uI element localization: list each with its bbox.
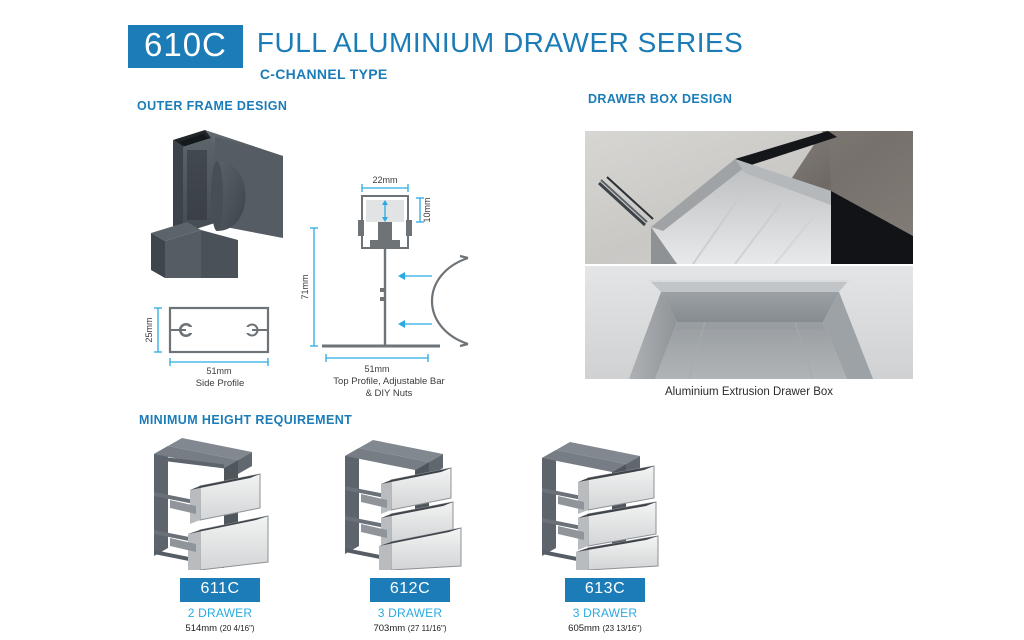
page-title: FULL ALUMINIUM DRAWER SERIES	[256, 27, 744, 58]
page-subtitle: C-CHANNEL TYPE	[259, 66, 388, 82]
top-profile-caption: Top Profile, Adjustable Bar & DIY Nuts	[294, 376, 484, 400]
section-heading-outer-frame: OUTER FRAME DESIGN	[137, 99, 288, 113]
series-code-badge: 610C	[128, 25, 243, 68]
model-size-inch-611c: (20 4/16")	[219, 624, 255, 633]
top-profile-caption-line2: & DIY Nuts	[365, 388, 413, 399]
model-code-611c: 611C	[180, 578, 260, 602]
outer-frame-profile-render	[143, 128, 293, 278]
model-size-inch-613c: (23 13/16")	[602, 624, 642, 633]
side-profile-caption: Side Profile	[195, 378, 245, 389]
page-header: 610C FULL ALUMINIUM DRAWER SERIES C-CHAN…	[128, 25, 743, 82]
model-drawers-612c: 3 DRAWER	[377, 606, 443, 620]
model-card-611c: 611C 2 DRAWER 514mm (20 4/16")	[140, 430, 300, 634]
model-size-613c: 605mm (23 13/16")	[520, 623, 690, 634]
drawer-box-photo-installed	[585, 131, 913, 264]
top-profile-total-height-label: 71mm	[300, 274, 310, 299]
top-profile-caption-line1: Top Profile, Adjustable Bar	[333, 376, 445, 387]
model-card-613c: 613C 3 DRAWER 605mm (23 13/16")	[520, 430, 690, 634]
model-size-mm-613c: 605mm	[568, 623, 600, 634]
model-code-613c: 613C	[565, 578, 645, 602]
top-profile-head-height-label: 10mm	[422, 197, 432, 222]
model-size-inch-612c: (27 11/16")	[407, 624, 447, 633]
section-heading-drawer-box: DRAWER BOX DESIGN	[588, 92, 733, 106]
model-render-612c	[325, 430, 495, 570]
model-size-mm-612c: 703mm	[373, 623, 406, 634]
header-text-group: FULL ALUMINIUM DRAWER SERIES C-CHANNEL T…	[257, 25, 743, 82]
model-card-612c: 612C 3 DRAWER 703mm (27 11/16")	[325, 430, 495, 634]
model-code-612c: 612C	[370, 578, 450, 602]
top-profile-width-label: 22mm	[372, 176, 397, 185]
top-profile-drawing: 22mm 10mm 71mm	[300, 176, 490, 406]
side-profile-width-label: 51mm	[206, 366, 231, 376]
side-profile-height-label: 25mm	[144, 317, 154, 342]
model-size-mm-611c: 514mm	[185, 623, 218, 634]
drawer-box-photo-interior	[585, 266, 913, 379]
model-size-611c: 514mm (20 4/16")	[140, 623, 300, 634]
model-drawers-613c: 3 DRAWER	[572, 606, 638, 620]
side-profile-drawing: 25mm 51mm Side Profile	[140, 296, 300, 391]
top-profile-base-width-label: 51mm	[364, 364, 389, 374]
drawer-box-caption: Aluminium Extrusion Drawer Box	[664, 386, 834, 398]
model-render-611c	[140, 430, 300, 570]
section-heading-min-height: MINIMUM HEIGHT REQUIREMENT	[139, 413, 353, 427]
model-drawers-611c: 2 DRAWER	[187, 606, 253, 620]
model-size-612c: 703mm (27 11/16")	[325, 623, 495, 634]
model-render-613c	[520, 430, 690, 570]
